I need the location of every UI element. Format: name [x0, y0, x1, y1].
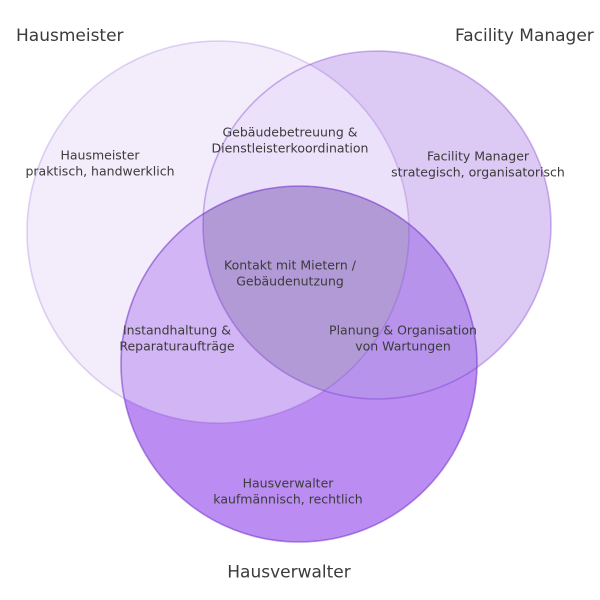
facility-manager-circle-outline: [202, 50, 552, 400]
hausverwalter-circle-outline: [120, 185, 478, 543]
hausmeister-circle-outline: [26, 40, 410, 424]
